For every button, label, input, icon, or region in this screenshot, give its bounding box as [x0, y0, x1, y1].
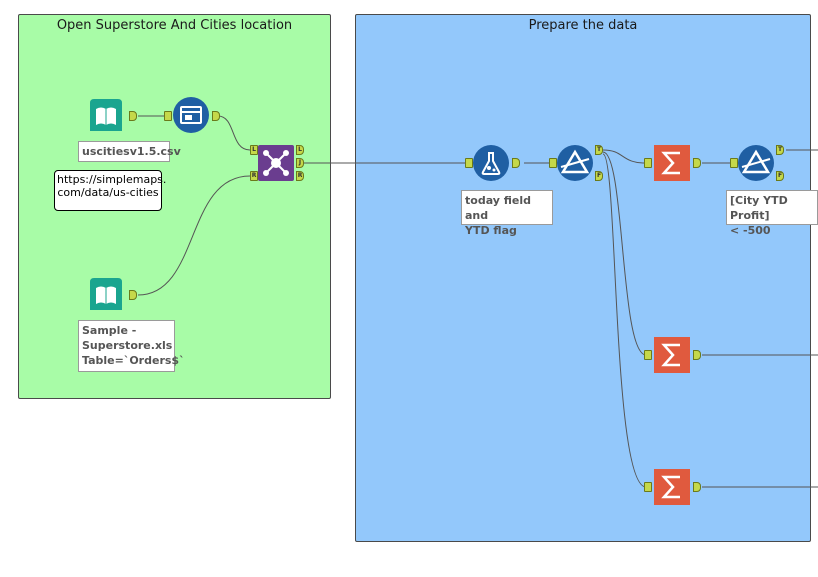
comment-source-url[interactable]: https://simplemaps. com/data/us-cities [54, 170, 167, 211]
annotation-line: Sample - [82, 324, 137, 337]
annotation-filter: [City YTD Profit] < -500 [726, 190, 818, 237]
join-right-output-anchor[interactable]: R [296, 171, 304, 181]
input-data-tool-superstore[interactable] [88, 276, 124, 312]
annotation-line: Superstore.xls [82, 339, 173, 352]
annotation-line: today field and [465, 194, 532, 222]
input-anchor[interactable] [549, 158, 557, 168]
wire-input2-to-join-right [137, 175, 251, 296]
annotation-superstore: Sample - Superstore.xls Table=`Orders$` [78, 320, 185, 372]
filter-tool[interactable] [557, 145, 593, 181]
annotation-line: Table=`Orders$` [82, 354, 185, 367]
output-anchor[interactable] [129, 290, 137, 300]
output-anchor[interactable] [129, 111, 137, 121]
filter-false-anchor[interactable]: F [776, 171, 784, 181]
annotation-line: < -500 [730, 224, 771, 237]
select-icon [173, 97, 209, 133]
sigma-icon [654, 145, 690, 181]
wire-select-to-join-left [217, 115, 251, 151]
annotation-formula: today field and YTD flag [461, 190, 553, 237]
flask-icon [473, 145, 509, 181]
filter-true-anchor[interactable]: T [776, 145, 784, 155]
input-data-tool-uscities[interactable] [88, 97, 124, 133]
output-anchor[interactable] [693, 350, 701, 360]
container-title: Open Superstore And Cities location [56, 18, 293, 33]
comment-line: https://simplemaps. [57, 173, 167, 186]
join-join-output-anchor[interactable]: J [296, 158, 304, 168]
sigma-icon [654, 337, 690, 373]
input-anchor[interactable] [465, 158, 473, 168]
input-anchor[interactable] [644, 350, 652, 360]
wire-filter-to-summarize1 [602, 149, 647, 164]
filter-false-anchor[interactable]: F [595, 171, 603, 181]
input-anchor[interactable] [730, 158, 738, 168]
input-anchor[interactable] [644, 482, 652, 492]
annotation-line: YTD flag [465, 224, 517, 237]
output-anchor[interactable] [212, 111, 220, 121]
summarize-tool[interactable] [654, 145, 690, 181]
book-icon [90, 99, 122, 131]
output-anchor[interactable] [693, 482, 701, 492]
filter-true-anchor[interactable]: T [595, 145, 603, 155]
join-icon [258, 145, 294, 181]
wire-filter-to-summarize2 [602, 151, 647, 356]
output-anchor[interactable] [693, 158, 701, 168]
annotation-line: [City YTD Profit] [730, 194, 788, 222]
book-icon [90, 278, 122, 310]
join-left-output-anchor[interactable]: L [296, 145, 304, 155]
filter-tool-city-profit[interactable] [738, 145, 774, 181]
summarize-tool[interactable] [654, 337, 690, 373]
summarize-tool[interactable] [654, 469, 690, 505]
wire-filter-to-summarize3 [602, 153, 647, 488]
container-prepare-data[interactable]: Prepare the data [355, 14, 811, 542]
container-title: Prepare the data [528, 18, 638, 33]
filter-icon [738, 145, 774, 181]
sigma-icon [654, 469, 690, 505]
join-tool[interactable] [258, 145, 294, 181]
formula-tool[interactable] [473, 145, 509, 181]
input-anchor[interactable] [644, 158, 652, 168]
select-tool[interactable] [173, 97, 209, 133]
output-anchor[interactable] [512, 158, 520, 168]
join-right-input-anchor[interactable]: R [250, 171, 258, 181]
annotation-uscities: uscitiesv1.5.csv [78, 141, 181, 162]
comment-line: com/data/us-cities [57, 186, 159, 199]
join-left-input-anchor[interactable]: L [250, 145, 258, 155]
filter-icon [557, 145, 593, 181]
input-anchor[interactable] [164, 111, 172, 121]
